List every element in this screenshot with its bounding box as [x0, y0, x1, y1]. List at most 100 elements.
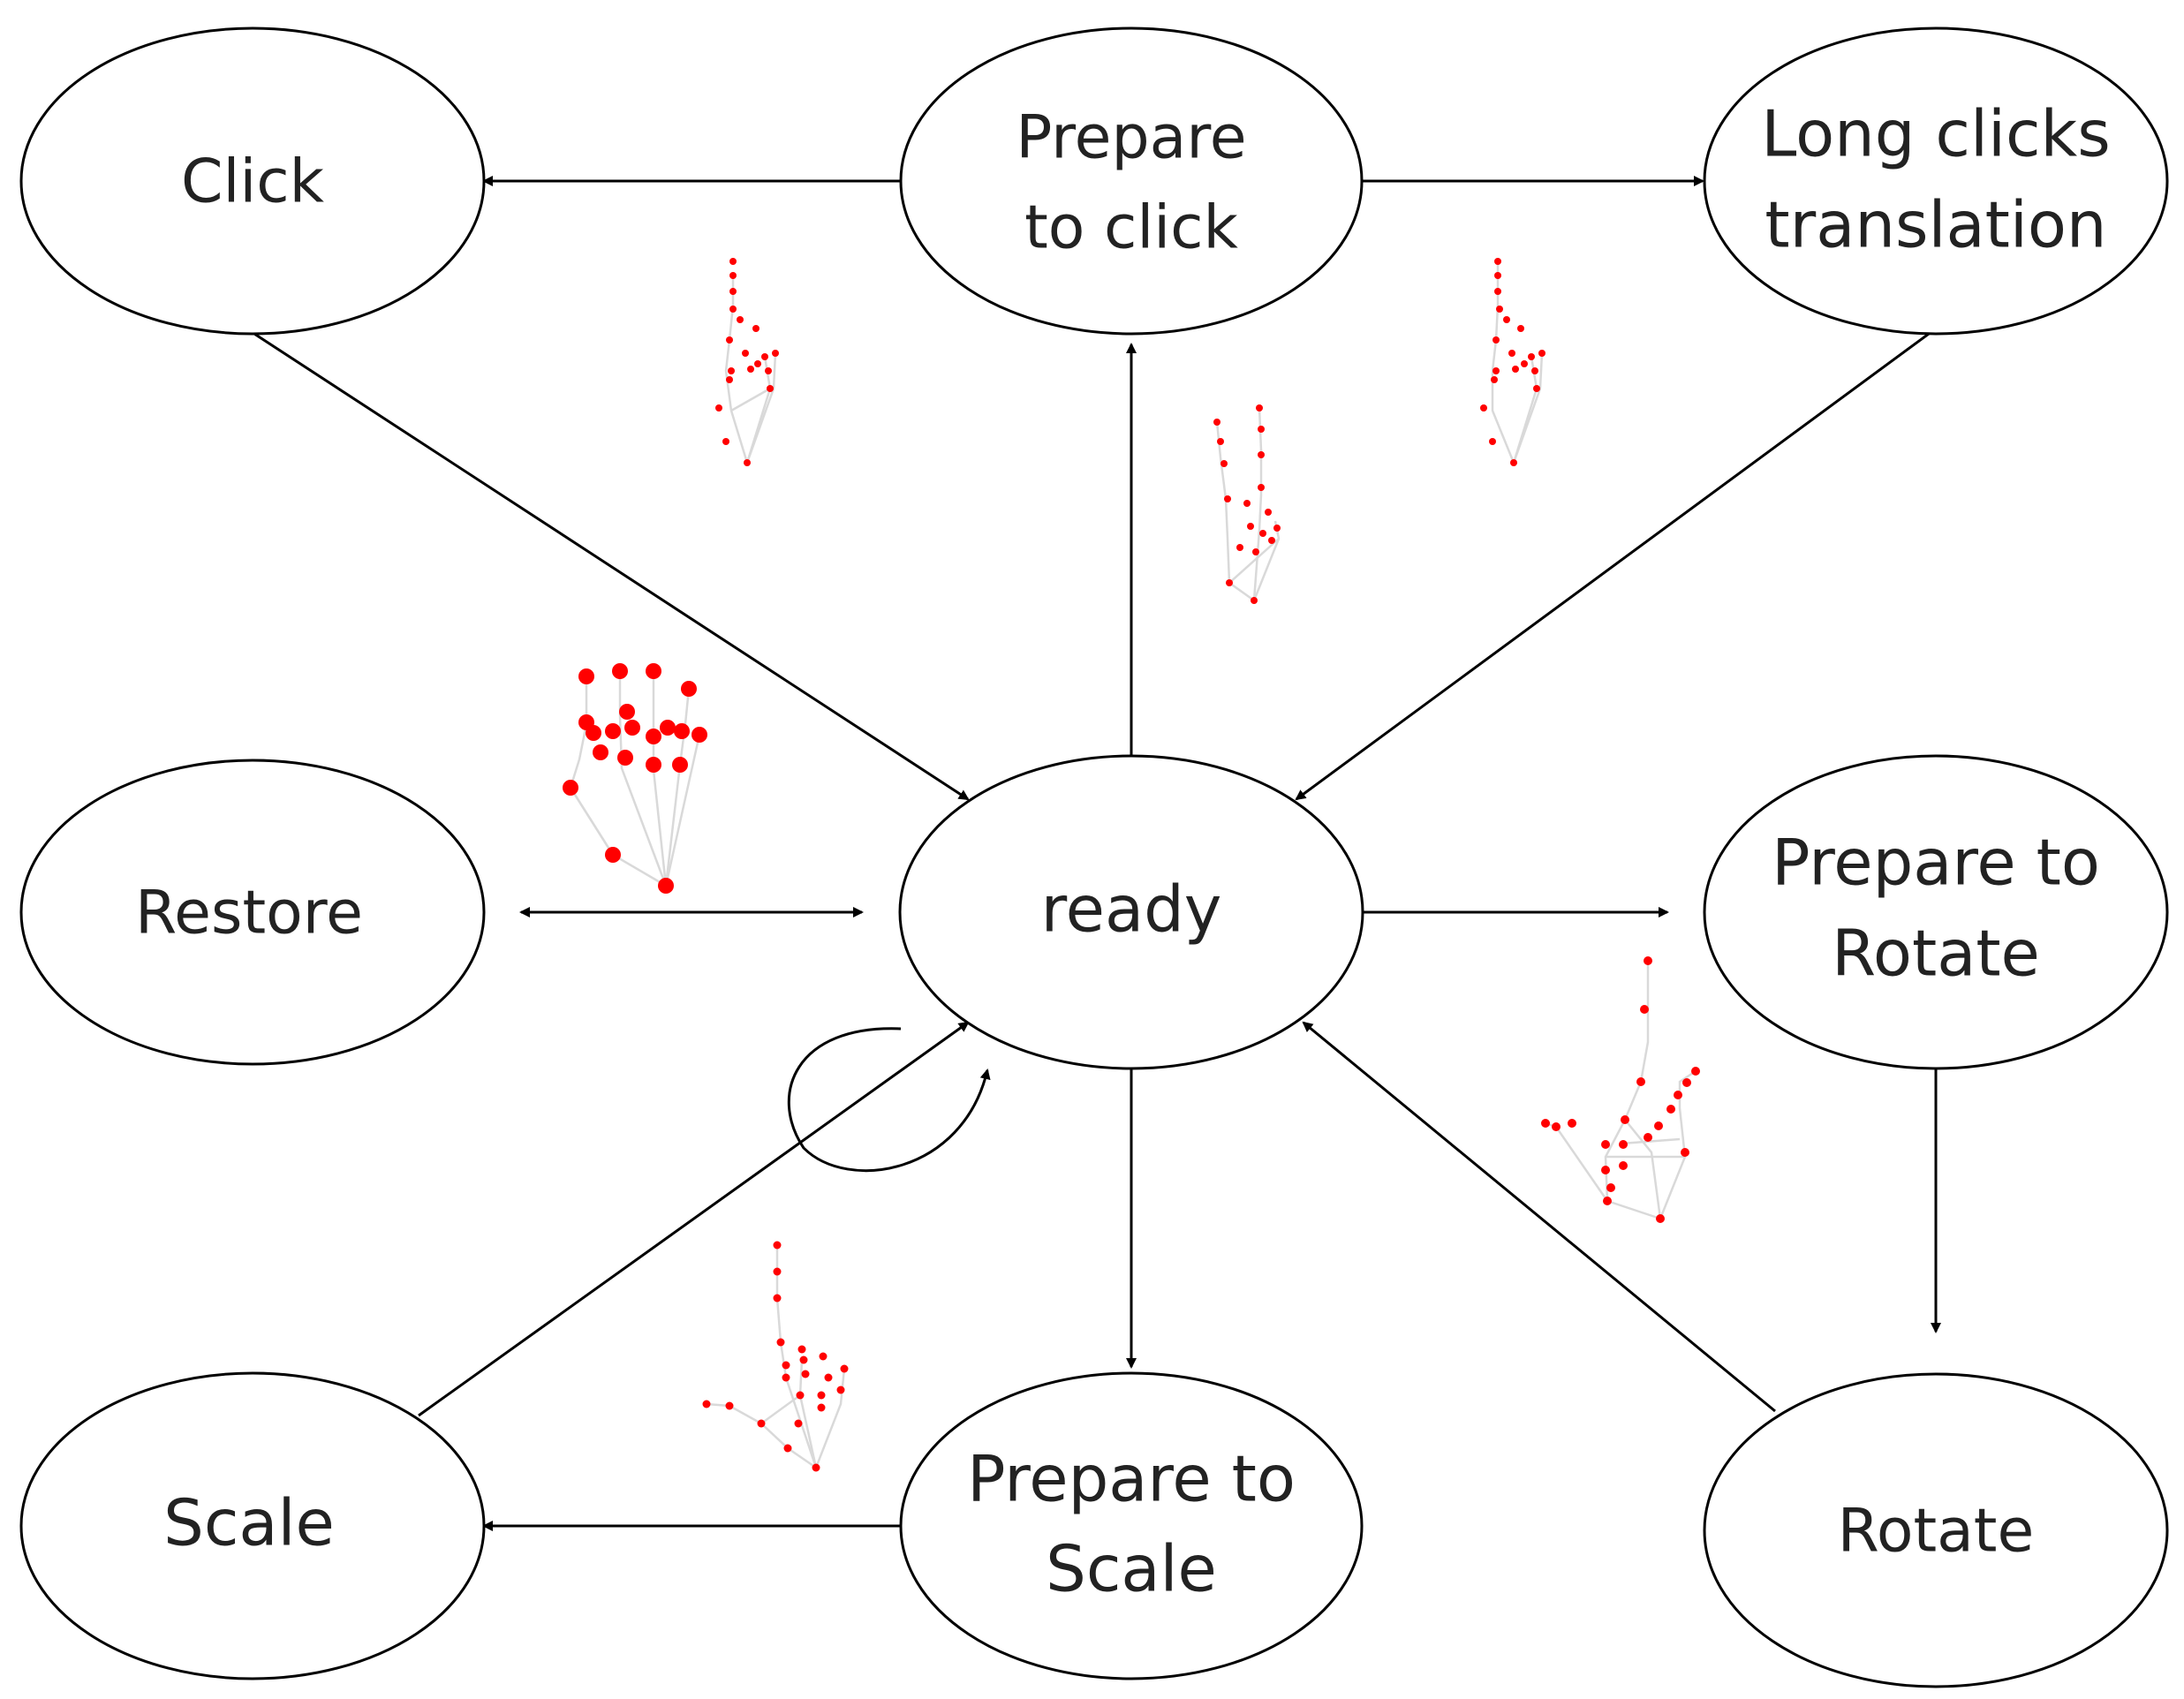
- node-scale: Scale: [19, 1371, 486, 1680]
- hand-joint: [1236, 544, 1243, 551]
- node-ready: ready: [898, 754, 1364, 1070]
- hand-joint: [728, 367, 735, 374]
- hand-joint: [1528, 353, 1535, 360]
- hand-joint: [772, 350, 779, 357]
- hand-joint: [726, 336, 733, 344]
- hand-joint: [729, 272, 737, 279]
- hand-joint: [1552, 1122, 1561, 1131]
- hand-joint: [1644, 1133, 1652, 1142]
- hand-joint: [1273, 525, 1281, 532]
- hand-joint: [586, 725, 601, 741]
- hand-joint: [824, 1373, 833, 1382]
- hand-joint: [752, 325, 759, 332]
- hand-joint: [646, 663, 661, 679]
- hand-joint: [1258, 484, 1265, 491]
- hand-joint: [742, 350, 749, 357]
- hand-joint: [1258, 426, 1265, 433]
- hand-joint: [1480, 404, 1487, 412]
- node-prepare-click-label-line1: Prepare: [1016, 103, 1246, 173]
- hand-joint: [840, 1364, 849, 1373]
- hand-joint: [612, 663, 628, 679]
- hand-joint: [747, 366, 754, 373]
- hand-joint: [578, 668, 594, 684]
- hand-gesture-long-click-icon: [1480, 258, 1545, 466]
- hand-joint: [674, 723, 690, 739]
- hand-joint: [646, 757, 661, 773]
- node-prepare-click: Prepare to click: [899, 26, 1364, 336]
- hand-joint: [1691, 1067, 1700, 1076]
- hand-joint: [624, 720, 640, 736]
- hand-joint: [729, 306, 737, 313]
- edge-rotate-to-ready: [1302, 1021, 1776, 1413]
- hand-joint: [1491, 376, 1498, 383]
- hand-joint: [1226, 579, 1233, 586]
- hand-joint: [1656, 1214, 1665, 1223]
- hand-joint: [1247, 523, 1254, 530]
- hand-joint: [782, 1361, 790, 1370]
- hand-joint: [1619, 1161, 1628, 1170]
- hand-joint: [1493, 336, 1500, 344]
- hand-joint: [801, 1370, 810, 1378]
- hand-joint: [605, 847, 621, 863]
- node-rotate-label: Rotate: [1838, 1497, 2035, 1567]
- node-ready-label: ready: [1041, 872, 1222, 947]
- hand-joint: [1508, 350, 1515, 357]
- node-prepare-scale-ellipse: [899, 1371, 1364, 1680]
- hand-joint: [794, 1419, 803, 1428]
- hand-joint: [1644, 956, 1652, 965]
- hand-joint: [1682, 1078, 1691, 1087]
- hand-joint: [1251, 597, 1258, 604]
- hand-joint: [836, 1386, 845, 1394]
- hand-joint: [773, 1267, 782, 1276]
- node-prepare-scale-label-line2: Scale: [1046, 1532, 1217, 1606]
- hand-joint: [1496, 306, 1503, 313]
- hand-joint: [776, 1338, 785, 1347]
- node-long-clicks-ellipse: [1703, 26, 2169, 336]
- hand-joint: [1619, 1140, 1628, 1149]
- hand-joint: [1265, 509, 1272, 516]
- edges: [253, 176, 1941, 1531]
- hand-joint: [1568, 1119, 1576, 1128]
- hand-joint: [1252, 548, 1259, 555]
- hand-joint: [658, 878, 674, 894]
- hand-joint: [715, 404, 722, 412]
- node-long-clicks-label-line2: translation: [1765, 188, 2106, 262]
- hand-joint: [672, 757, 688, 773]
- hand-gesture-open-palm-icon: [563, 663, 707, 894]
- hand-joint: [1259, 530, 1266, 537]
- hand-joint: [754, 360, 761, 367]
- hand-joint: [563, 780, 578, 796]
- hand-gesture-rotate-icon: [1541, 956, 1700, 1223]
- hand-joint: [660, 720, 676, 736]
- node-prepare-scale: Prepare to Scale: [899, 1371, 1364, 1680]
- hand-joint: [1213, 419, 1220, 426]
- hand-joint: [1489, 438, 1496, 445]
- hand-joint: [593, 744, 608, 760]
- hand-joint: [796, 1391, 805, 1400]
- node-restore-ellipse: [19, 759, 486, 1066]
- hand-joint: [729, 288, 737, 295]
- hand-joint: [619, 704, 635, 720]
- hand-joint: [1640, 1005, 1649, 1014]
- hand-joint: [765, 367, 772, 374]
- node-long-clicks: Long clicks translation: [1703, 26, 2169, 336]
- node-rotate-ellipse: [1703, 1372, 2169, 1688]
- hand-joint: [767, 385, 774, 392]
- hand-joint: [1224, 495, 1231, 502]
- hand-joint: [1268, 537, 1275, 544]
- hand-joint: [1512, 366, 1519, 373]
- hand-joint: [783, 1444, 792, 1453]
- node-prepare-rotate-label-line1: Prepare to: [1772, 826, 2100, 900]
- hand-joint: [605, 723, 621, 739]
- node-scale-ellipse: [19, 1371, 486, 1680]
- hand-joint: [1531, 367, 1538, 374]
- edge-ready-self-loop: [787, 1027, 991, 1173]
- hand-joint: [737, 316, 744, 323]
- hand-joint: [1521, 360, 1528, 367]
- hand-joint: [1243, 500, 1251, 507]
- hand-joint: [1538, 350, 1545, 357]
- hand-joint: [757, 1419, 766, 1428]
- hand-joint: [1258, 451, 1265, 458]
- hand-joint: [1601, 1140, 1610, 1149]
- hand-joint: [773, 1241, 782, 1250]
